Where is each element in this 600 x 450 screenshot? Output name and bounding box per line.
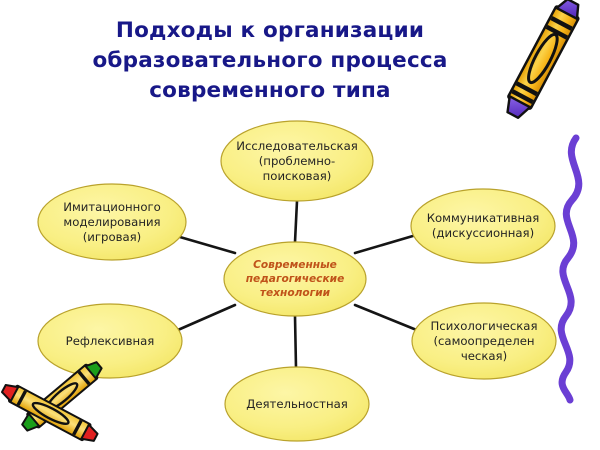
- node-imitacionnogo[interactable]: [37, 183, 187, 261]
- node-deyatelnostnaya[interactable]: [224, 366, 370, 442]
- node-psihologicheskaya[interactable]: [411, 302, 557, 380]
- node-group: [37, 120, 557, 442]
- node-issledovatelskaya[interactable]: [220, 120, 374, 202]
- edge-center-kommunikativnaya: [353, 231, 425, 255]
- edge-center-imitacionnogo: [171, 233, 237, 255]
- edge-center-psihologicheskaya: [353, 303, 426, 335]
- edge-center-refleksivnaya: [169, 303, 237, 335]
- red-crayon-icon: [0, 383, 99, 442]
- node-refleksivnaya[interactable]: [37, 303, 183, 379]
- edge-group: [169, 199, 426, 370]
- page-title: Подходы к организации образовательного п…: [92, 18, 448, 103]
- node-center[interactable]: [223, 241, 367, 317]
- edge-center-issledovatelskaya: [293, 199, 299, 244]
- node-kommunikativnaya[interactable]: [410, 188, 556, 264]
- purple-crayon-icon: [506, 0, 580, 119]
- purple-squiggle-icon: [557, 134, 583, 404]
- edge-center-deyatelnostnaya: [293, 314, 298, 370]
